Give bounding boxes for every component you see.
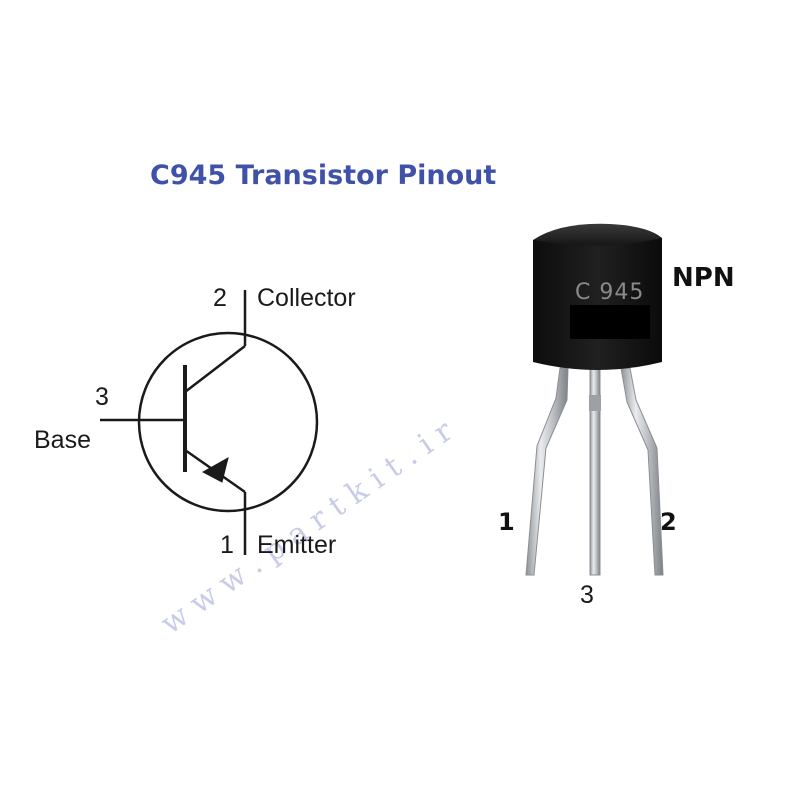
lead-left xyxy=(525,367,569,576)
collector-pin-number: 2 xyxy=(213,284,227,312)
emitter-arrow-icon xyxy=(201,456,229,483)
lead-number-left: 1 xyxy=(498,508,515,536)
collector-label: Collector xyxy=(257,284,356,312)
base-pin-number: 3 xyxy=(95,383,109,411)
transistor-symbol xyxy=(100,290,319,555)
lead-right xyxy=(620,367,664,576)
package-marking: C 945 xyxy=(575,280,644,305)
page-title: C945 Transistor Pinout xyxy=(150,160,570,191)
base-label: Base xyxy=(34,426,91,454)
watermark-text: w w w . p a r t k i t . i r xyxy=(155,413,460,641)
emitter-label: Emitter xyxy=(257,531,336,559)
npn-label: NPN xyxy=(672,263,735,293)
marking-bar xyxy=(570,305,650,339)
lead-number-right: 2 xyxy=(660,508,677,536)
watermark: w w w . p a r t k i t . i r xyxy=(155,413,460,641)
collector-diagonal xyxy=(184,345,246,393)
emitter-pin-number: 1 xyxy=(220,531,234,559)
to92-package: C 945 xyxy=(525,223,664,576)
package-top xyxy=(533,223,662,246)
symbol-circle xyxy=(137,331,319,513)
lead-middle-kink xyxy=(589,395,601,411)
title-text: C945 Transistor Pinout xyxy=(150,160,497,191)
lead-number-middle: 3 xyxy=(580,581,594,609)
